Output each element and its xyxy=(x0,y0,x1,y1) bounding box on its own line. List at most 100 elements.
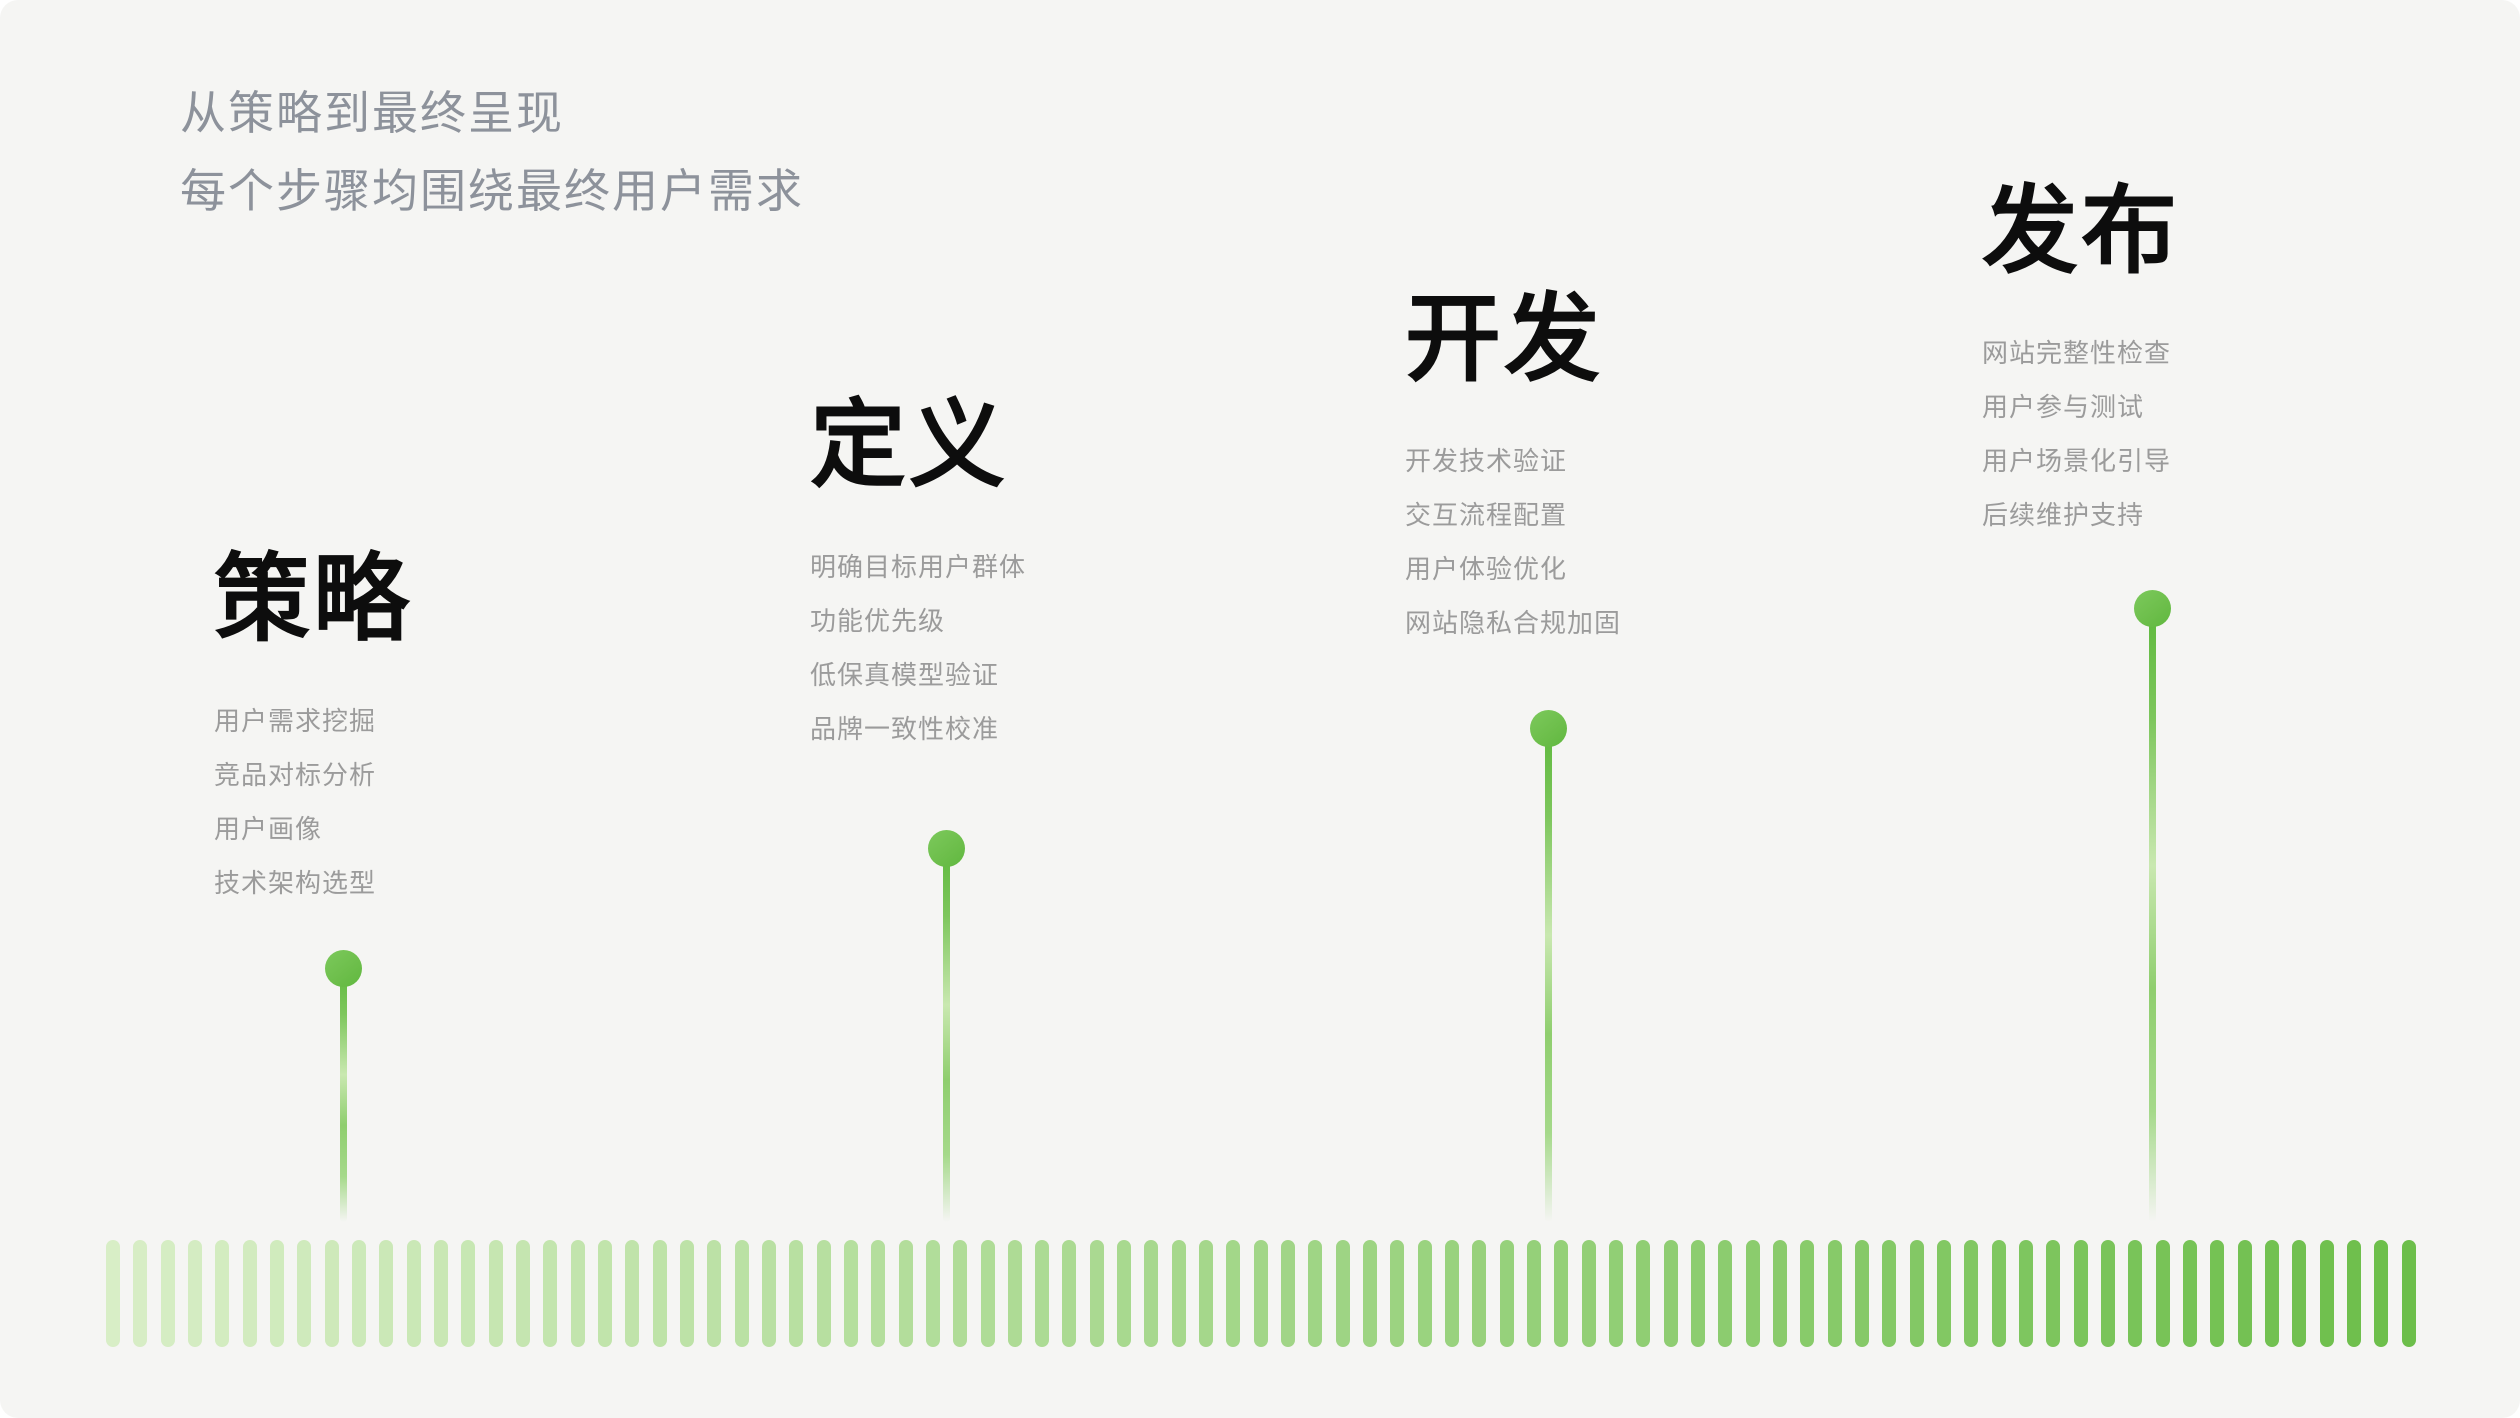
timeline-stripe xyxy=(1390,1240,1405,1347)
timeline-stripe xyxy=(898,1240,913,1347)
timeline-stripe xyxy=(1882,1240,1897,1347)
timeline-stripe xyxy=(2346,1240,2361,1347)
timeline-stripe xyxy=(1335,1240,1350,1347)
timeline-stripe xyxy=(597,1240,612,1347)
timeline-stripe xyxy=(1035,1240,1050,1347)
timeline-stripe xyxy=(1472,1240,1487,1347)
timeline-stripe xyxy=(1144,1240,1159,1347)
timeline-stripe xyxy=(297,1240,312,1347)
stage-item: 网站完整性检查 xyxy=(1982,338,2172,368)
timeline-stripe xyxy=(1773,1240,1788,1347)
timeline-stripe xyxy=(2128,1240,2143,1347)
timeline-stripe xyxy=(2155,1240,2170,1347)
timeline-stripe xyxy=(1499,1240,1514,1347)
stage-item: 网站隐私合规加固 xyxy=(1405,608,1622,638)
timeline-stripe xyxy=(1581,1240,1596,1347)
timeline-stripe xyxy=(2182,1240,2197,1347)
stage-item: 交互流程配置 xyxy=(1405,500,1568,530)
subtitle-line-1: 从策略到最终呈现 xyxy=(180,87,564,139)
timeline-stripe xyxy=(433,1240,448,1347)
milestone-stem xyxy=(2148,608,2156,1222)
timeline-stripe xyxy=(379,1240,394,1347)
stage-item-list: 网站完整性检查 用户参与测试 用户场景化引导 后续维护支持 xyxy=(1982,326,2180,542)
stage-define: 定义 明确目标用户群体 功能优先级 低保真模型验证 品牌一致性校准 xyxy=(810,396,1026,756)
timeline-stripe xyxy=(1964,1240,1979,1347)
timeline-stripe-bar xyxy=(106,1240,2416,1347)
timeline-stripe xyxy=(1281,1240,1296,1347)
stage-title: 发布 xyxy=(1982,178,2180,285)
slide-subtitle: 从策略到最终呈现 每个步骤均围绕最终用户需求 xyxy=(180,74,804,230)
timeline-stripe xyxy=(1089,1240,1104,1347)
stage-item: 竞品对标分析 xyxy=(214,760,377,790)
timeline-stripe xyxy=(1171,1240,1186,1347)
timeline-stripe xyxy=(1226,1240,1241,1347)
timeline-stripe xyxy=(789,1240,804,1347)
stage-item: 品牌一致性校准 xyxy=(810,714,1000,744)
timeline-stripe xyxy=(1308,1240,1323,1347)
timeline-stripe xyxy=(1909,1240,1924,1347)
timeline-stripe xyxy=(1417,1240,1432,1347)
timeline-stripe xyxy=(871,1240,886,1347)
timeline-stripe xyxy=(2210,1240,2225,1347)
timeline-stripe xyxy=(1062,1240,1077,1347)
stage-item: 用户体验优化 xyxy=(1405,554,1568,584)
timeline-stripe xyxy=(1117,1240,1132,1347)
timeline-stripe xyxy=(980,1240,995,1347)
timeline-stripe xyxy=(1745,1240,1760,1347)
milestone-dot-icon xyxy=(2133,589,2171,627)
timeline-stripe xyxy=(1554,1240,1569,1347)
timeline-stripe xyxy=(1363,1240,1378,1347)
timeline-stripe xyxy=(2401,1240,2416,1347)
stage-item: 用户需求挖掘 xyxy=(214,706,377,736)
timeline-stripe xyxy=(1663,1240,1678,1347)
timeline-stripe xyxy=(652,1240,667,1347)
timeline-stripe xyxy=(1827,1240,1842,1347)
stage-title: 开发 xyxy=(1405,286,1603,393)
stage-item: 明确目标用户群体 xyxy=(810,552,1027,582)
timeline-stripe xyxy=(925,1240,940,1347)
timeline-stripe xyxy=(242,1240,257,1347)
timeline-stripe xyxy=(1199,1240,1214,1347)
timeline-stripe xyxy=(2100,1240,2115,1347)
timeline-stripe xyxy=(1691,1240,1706,1347)
timeline-stripe xyxy=(133,1240,148,1347)
stage-item: 后续维护支持 xyxy=(1982,500,2145,530)
timeline-stripe xyxy=(1007,1240,1022,1347)
subtitle-line-2: 每个步骤均围绕最终用户需求 xyxy=(180,165,804,217)
stage-item: 用户参与测试 xyxy=(1982,392,2145,422)
timeline-stripe xyxy=(269,1240,284,1347)
stage-develop: 开发 开发技术验证 交互流程配置 用户体验优化 网站隐私合规加固 xyxy=(1405,290,1621,650)
stage-item: 功能优先级 xyxy=(810,606,946,636)
timeline-stripe xyxy=(816,1240,831,1347)
timeline-stripe xyxy=(2073,1240,2088,1347)
timeline-stripe xyxy=(679,1240,694,1347)
timeline-stripe xyxy=(734,1240,749,1347)
timeline-stripe xyxy=(351,1240,366,1347)
timeline-stripe xyxy=(1800,1240,1815,1347)
timeline-stripe xyxy=(843,1240,858,1347)
timeline-stripe xyxy=(160,1240,175,1347)
timeline-stripe xyxy=(2319,1240,2334,1347)
timeline-stripe xyxy=(1445,1240,1460,1347)
timeline-stripe xyxy=(1936,1240,1951,1347)
stage-item-list: 明确目标用户群体 功能优先级 低保真模型验证 品牌一致性校准 xyxy=(810,540,1026,756)
timeline-stripe xyxy=(1527,1240,1542,1347)
timeline-stripe xyxy=(570,1240,585,1347)
timeline-stripe xyxy=(515,1240,530,1347)
milestone-stem xyxy=(1544,728,1552,1222)
timeline-stripe xyxy=(488,1240,503,1347)
timeline-stripe xyxy=(324,1240,339,1347)
timeline-stripe xyxy=(1253,1240,1268,1347)
timeline-stripe xyxy=(2264,1240,2279,1347)
timeline-stripe xyxy=(187,1240,202,1347)
timeline-stripe xyxy=(761,1240,776,1347)
stage-title: 定义 xyxy=(810,392,1008,499)
milestone-stem xyxy=(942,848,950,1222)
timeline-stripe xyxy=(2374,1240,2389,1347)
timeline-stripe xyxy=(625,1240,640,1347)
stage-strategy: 策略 用户需求挖掘 竞品对标分析 用户画像 技术架构选型 xyxy=(214,550,412,910)
stage-item: 用户画像 xyxy=(214,814,323,844)
timeline-stripe xyxy=(406,1240,421,1347)
milestone-stem xyxy=(339,968,347,1222)
